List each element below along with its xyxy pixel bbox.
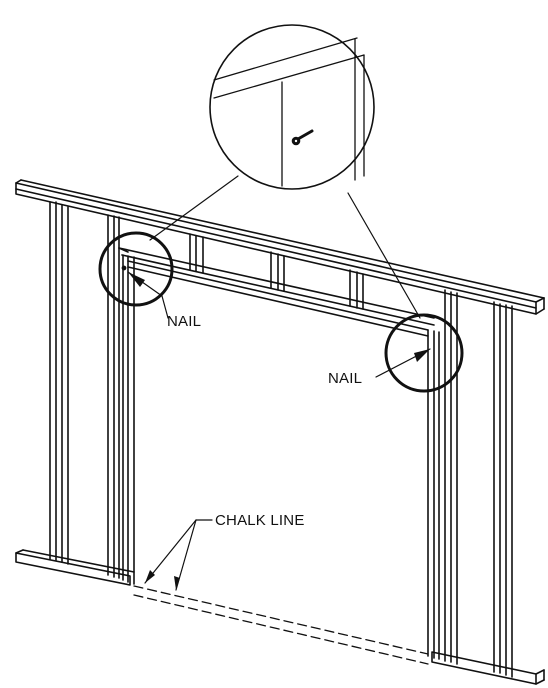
callout-lines bbox=[149, 175, 421, 319]
cripple-studs bbox=[189, 233, 364, 310]
chalk-line-pointers bbox=[144, 519, 213, 591]
stud-right-jack bbox=[427, 329, 440, 660]
chalk-lines bbox=[133, 585, 429, 665]
chalk-line-label: CHALK LINE bbox=[215, 512, 305, 529]
bottom-plate-left bbox=[15, 549, 135, 586]
detail-magnifier bbox=[209, 24, 375, 190]
stud-right-end bbox=[493, 301, 513, 678]
top-plate bbox=[15, 179, 545, 315]
nail-callout-right bbox=[375, 313, 464, 393]
nail-callout-left bbox=[98, 231, 174, 319]
nail-label-right: NAIL bbox=[328, 370, 363, 387]
stud-left-end bbox=[49, 201, 69, 565]
nail-label-left: NAIL bbox=[167, 313, 202, 330]
bottom-plate-right bbox=[431, 651, 545, 685]
stud-left-jack bbox=[122, 254, 135, 585]
nail-head-icon bbox=[291, 129, 314, 146]
stud-right-king bbox=[444, 289, 458, 665]
stud-left-king bbox=[107, 214, 120, 579]
